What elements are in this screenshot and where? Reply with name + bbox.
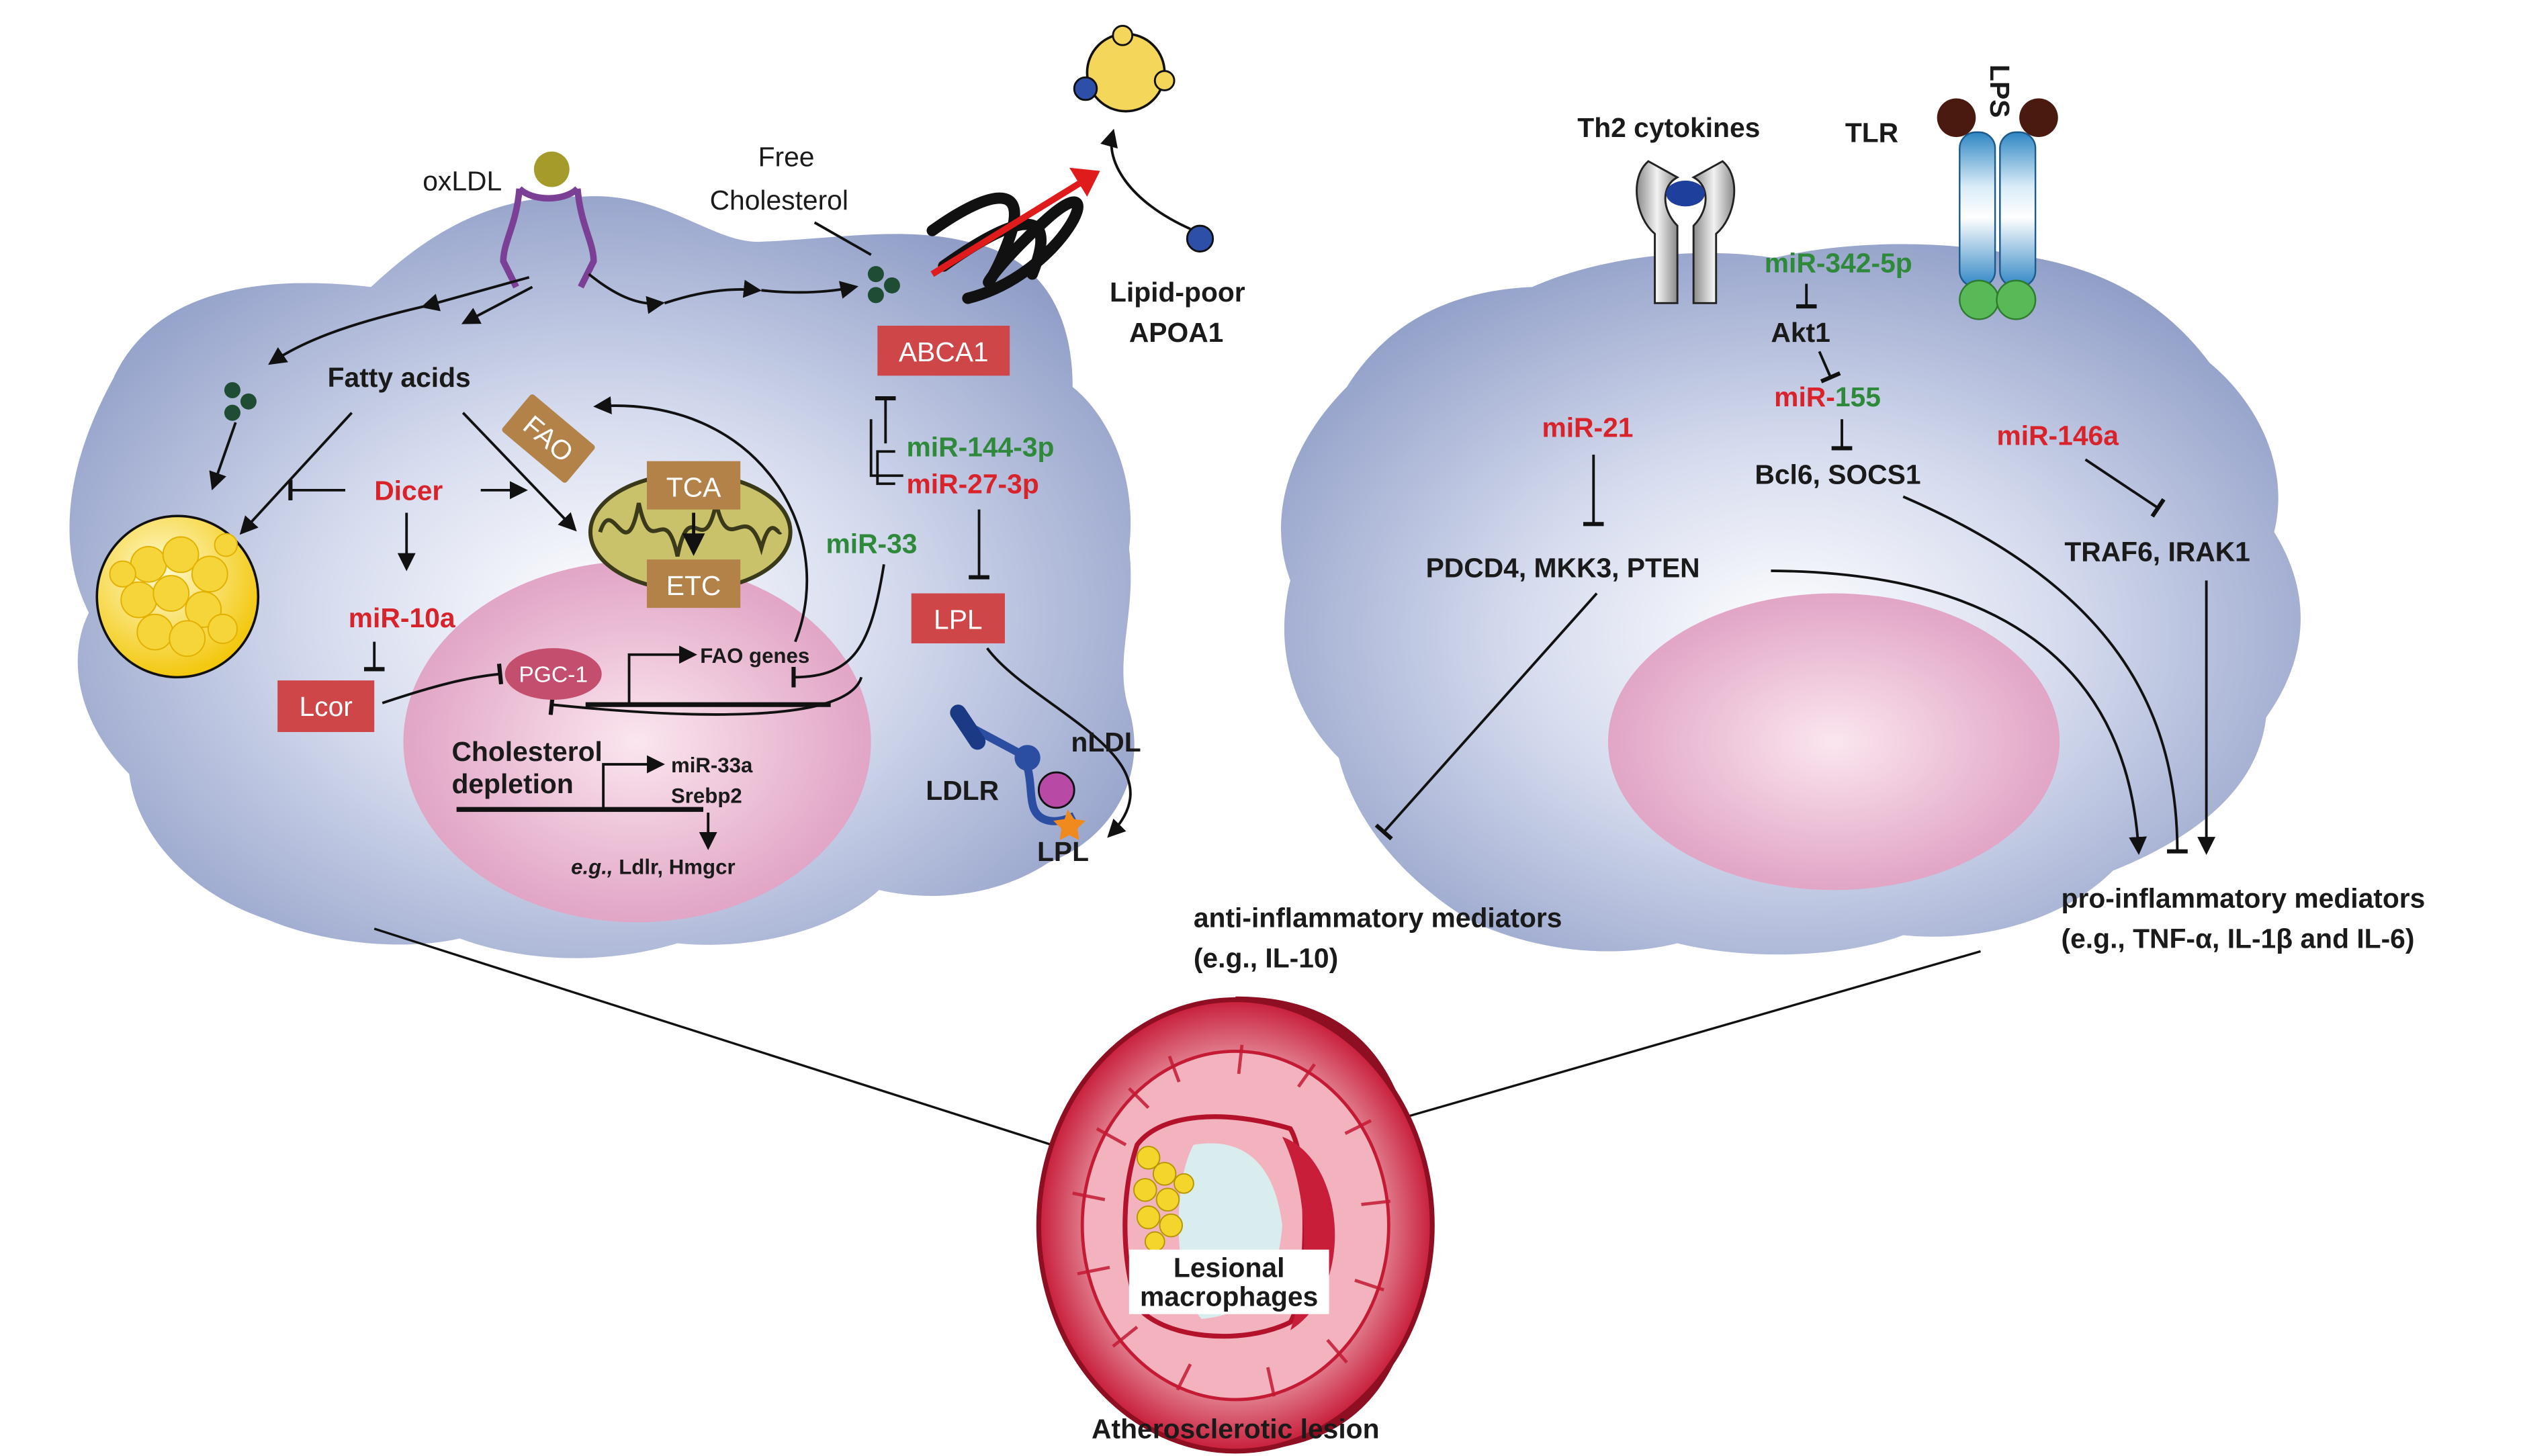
abca1-box <box>877 325 1010 376</box>
abca1-label: ABCA1 <box>899 336 989 367</box>
free-cholesterol-label-1: Free <box>758 141 815 172</box>
th2-receptor-icon <box>1636 160 1736 304</box>
lcor-inhibits-pgc1 <box>382 663 504 704</box>
fao-genes-to-fao-arrow <box>593 396 809 643</box>
mir33-inhibits-pgc1 <box>548 676 863 716</box>
tlr-receptor-icon <box>1959 131 2037 320</box>
traf6-irak1-label: TRAF6, IRAK1 <box>2064 537 2250 567</box>
bcl6-socs1-label: Bcl6, SOCS1 <box>1755 459 1920 490</box>
mir146a-inhibits-traf6 <box>2084 458 2166 518</box>
atherosclerotic-lesion-title: Atherosclerotic lesion <box>1092 1414 1380 1445</box>
akt1-label: Akt1 <box>1771 317 1830 348</box>
th2-cytokines-label: Th2 cytokines <box>1577 112 1760 143</box>
right-nucleus <box>1607 593 2060 891</box>
tlr-label: TLR <box>1845 117 1898 148</box>
oxldl-label: oxLDL <box>423 165 502 196</box>
mir-155-prefix: miR- <box>1774 381 1835 412</box>
lesional-label-2: macrophages <box>1140 1281 1318 1312</box>
left-macrophage-cell <box>69 196 1135 958</box>
ldlr-hmgcr-text: Ldlr, Hmgcr <box>613 855 736 878</box>
oxldl-receptor <box>500 151 597 289</box>
pgc1-ellipse <box>504 648 602 700</box>
pdcd4-label: PDCD4, MKK3, PTEN <box>1426 553 1700 584</box>
lipid-droplet-icon <box>95 514 260 679</box>
lpl-secretion-arrow <box>986 647 1132 838</box>
lesional-label-1: Lesional <box>1174 1253 1285 1283</box>
lipid-poor-label-2: APOA1 <box>1129 317 1224 348</box>
mir-342-5p-label: miR-342-5p <box>1765 248 1912 279</box>
anti-inflammatory-label-2: (e.g., IL-10) <box>1194 943 1338 974</box>
right-macrophage-cell <box>1281 244 2301 955</box>
free-cholesterol-dots-icon <box>867 266 900 304</box>
lipid-poor-label-1: Lipid-poor <box>1110 277 1245 308</box>
lps-label: LPS <box>1984 64 2015 118</box>
left-nucleus <box>403 561 871 923</box>
lps-molecule-icon <box>1937 98 2058 138</box>
tca-label: TCA <box>666 471 721 502</box>
lpl-box-label: LPL <box>934 604 983 635</box>
mir-27-3p-label: miR-27-3p <box>907 469 1039 500</box>
srebp2-label: Srebp2 <box>671 784 742 808</box>
cholesterol-efflux-arrow <box>930 177 1086 277</box>
hdl-particle-icon <box>1073 24 1176 113</box>
mir-155-suffix: 155 <box>1835 381 1881 412</box>
cholesterol-depletion-label-2: depletion <box>451 768 573 799</box>
mir-144-27-bracket <box>876 450 895 486</box>
lpl-label: LPL <box>1037 836 1089 867</box>
anti-inflammatory-label-1: anti-inflammatory mediators <box>1194 903 1562 934</box>
lcor-label: Lcor <box>299 691 352 722</box>
fatty-acids-label: Fatty acids <box>328 362 471 393</box>
tca-box <box>646 461 741 510</box>
mir33-inhibits-fao-genes <box>791 564 885 688</box>
eg-prefix: e.g., <box>571 855 613 878</box>
etc-box <box>646 559 741 608</box>
fatty-acid-dots-icon <box>224 382 257 421</box>
mir-146a-label: miR-146a <box>1997 420 2119 451</box>
fao-genes-promoter-arrow <box>627 645 697 705</box>
mir33a-promoter-arrow <box>602 755 665 810</box>
free-cholesterol-pointer <box>813 221 872 257</box>
mir-21-label: miR-21 <box>1542 412 1633 443</box>
mir-33a-label: miR-33a <box>671 754 753 777</box>
mir-10a-label: miR-10a <box>349 602 455 633</box>
pgc1-label: PGC-1 <box>519 663 588 688</box>
fa-to-droplet-arrow <box>209 422 237 491</box>
mir-144-3p-label: miR-144-3p <box>907 431 1055 462</box>
apoa1-lipidation-arrow <box>1100 128 1191 230</box>
pro-inflammatory-label-1: pro-inflammatory mediators <box>2062 883 2426 914</box>
fatty-acids-to-mitochondria-arrow <box>461 412 577 532</box>
fao-genes-label: FAO genes <box>700 644 809 668</box>
ldlr-hmgcr-label: e.g., Ldlr, Hmgcr <box>571 855 735 878</box>
pro-inflammatory-label-2: (e.g., TNF-α, IL-1β and IL-6) <box>2062 923 2415 954</box>
mir-155-label: miR-155 <box>1774 381 1881 412</box>
etc-label: ETC <box>666 570 721 601</box>
cholesterol-depletion-label-1: Cholesterol <box>451 736 602 767</box>
free-cholesterol-label-2: Cholesterol <box>710 185 848 216</box>
akt1-inhibits-mir155 <box>1818 351 1841 383</box>
right-cell-pathway-arrows <box>1374 495 2216 856</box>
ldlr-receptor-icon <box>950 704 1086 840</box>
artery-cross-section-icon <box>1036 996 1435 1454</box>
fatty-acids-to-droplet-arrow <box>239 412 353 535</box>
nldl-label: nLDL <box>1071 727 1141 758</box>
lesional-macrophages-label-box <box>1129 1249 1329 1314</box>
oxldl-particle-icon <box>533 151 570 187</box>
lpl-box <box>911 593 1005 643</box>
lcor-box <box>277 680 375 733</box>
oxldl-uptake-arrows <box>268 273 858 365</box>
mir-33-label: miR-33 <box>826 529 917 559</box>
ldlr-label: LDLR <box>926 775 999 806</box>
lipid-poor-apoa1-icon <box>1186 224 1214 253</box>
dicer-label: Dicer <box>374 475 443 506</box>
mir33-bracket <box>869 419 903 477</box>
